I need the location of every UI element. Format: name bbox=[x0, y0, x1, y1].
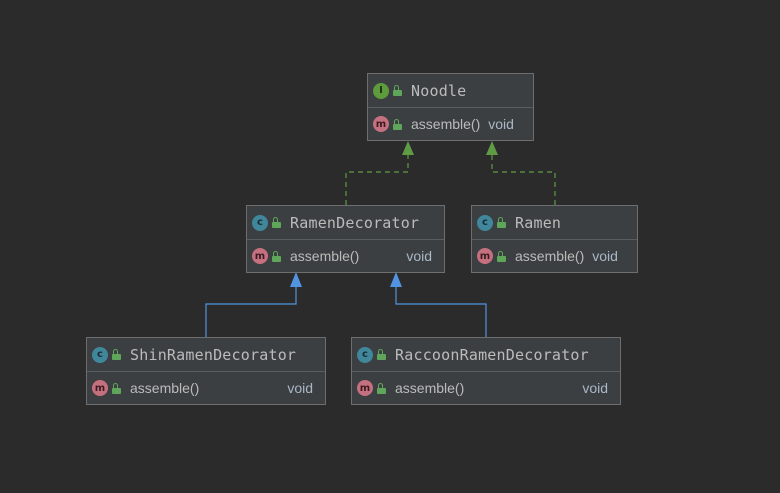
method-row[interactable]: m assemble() void bbox=[368, 108, 533, 140]
method-name: assemble() bbox=[290, 248, 360, 264]
extends-arrowhead bbox=[290, 272, 302, 287]
public-lock-icon bbox=[377, 382, 386, 394]
class-icon: c bbox=[252, 214, 268, 231]
method-name: assemble() bbox=[411, 116, 481, 132]
public-lock-icon bbox=[393, 85, 402, 96]
node-header: c Ramen bbox=[472, 206, 637, 240]
public-lock-icon bbox=[497, 217, 506, 228]
node-title: Noodle bbox=[411, 81, 467, 100]
node-header: I Noodle bbox=[368, 74, 533, 108]
class-icon: c bbox=[477, 214, 493, 231]
public-lock-icon bbox=[393, 118, 402, 130]
method-icon: m bbox=[357, 380, 373, 396]
public-lock-icon bbox=[377, 349, 386, 360]
public-lock-icon bbox=[272, 250, 281, 262]
node-shin-ramen-decorator[interactable]: c ShinRamenDecorator m assemble() void bbox=[86, 337, 326, 405]
node-ramen[interactable]: c Ramen m assemble() void bbox=[471, 205, 638, 273]
node-header: c RamenDecorator bbox=[247, 206, 444, 240]
interface-icon: I bbox=[373, 82, 389, 99]
node-ramen-decorator[interactable]: c RamenDecorator m assemble() void bbox=[246, 205, 445, 273]
public-lock-icon bbox=[272, 217, 281, 228]
method-return-type: void bbox=[592, 248, 618, 264]
edge-ramen-implements-noodle bbox=[491, 154, 556, 205]
public-lock-icon bbox=[112, 382, 121, 394]
edge-ramendecorator-implements-noodle bbox=[345, 154, 409, 205]
public-lock-icon bbox=[112, 349, 121, 360]
node-noodle[interactable]: I Noodle m assemble() void bbox=[367, 73, 534, 141]
method-return-type: void bbox=[488, 116, 514, 132]
class-icon: c bbox=[92, 346, 108, 363]
method-return-type: void bbox=[582, 380, 608, 396]
method-row[interactable]: m assemble() void bbox=[472, 240, 637, 272]
method-return-type: void bbox=[287, 380, 313, 396]
method-name: assemble() bbox=[395, 380, 465, 396]
implements-arrowhead bbox=[402, 141, 414, 155]
extends-arrowhead bbox=[390, 272, 402, 287]
node-title: RaccoonRamenDecorator bbox=[395, 345, 589, 364]
method-name: assemble() bbox=[515, 248, 585, 264]
node-header: c ShinRamenDecorator bbox=[87, 338, 325, 372]
edge-shinramendecorator-extends-ramendecorator bbox=[205, 286, 297, 337]
public-lock-icon bbox=[497, 250, 506, 262]
method-icon: m bbox=[477, 248, 493, 264]
implements-arrowhead bbox=[486, 141, 498, 155]
class-icon: c bbox=[357, 346, 373, 363]
method-row[interactable]: m assemble() void bbox=[87, 372, 325, 404]
method-icon: m bbox=[252, 248, 268, 264]
node-header: c RaccoonRamenDecorator bbox=[352, 338, 620, 372]
method-icon: m bbox=[373, 116, 389, 132]
node-title: RamenDecorator bbox=[290, 213, 420, 232]
node-raccoon-ramen-decorator[interactable]: c RaccoonRamenDecorator m assemble() voi… bbox=[351, 337, 621, 405]
node-title: ShinRamenDecorator bbox=[130, 345, 297, 364]
method-row[interactable]: m assemble() void bbox=[247, 240, 444, 272]
method-return-type: void bbox=[406, 248, 432, 264]
edge-raccoonramendecorator-extends-ramendecorator bbox=[395, 286, 487, 337]
method-name: assemble() bbox=[130, 380, 200, 396]
method-icon: m bbox=[92, 380, 108, 396]
node-title: Ramen bbox=[515, 213, 562, 232]
method-row[interactable]: m assemble() void bbox=[352, 372, 620, 404]
